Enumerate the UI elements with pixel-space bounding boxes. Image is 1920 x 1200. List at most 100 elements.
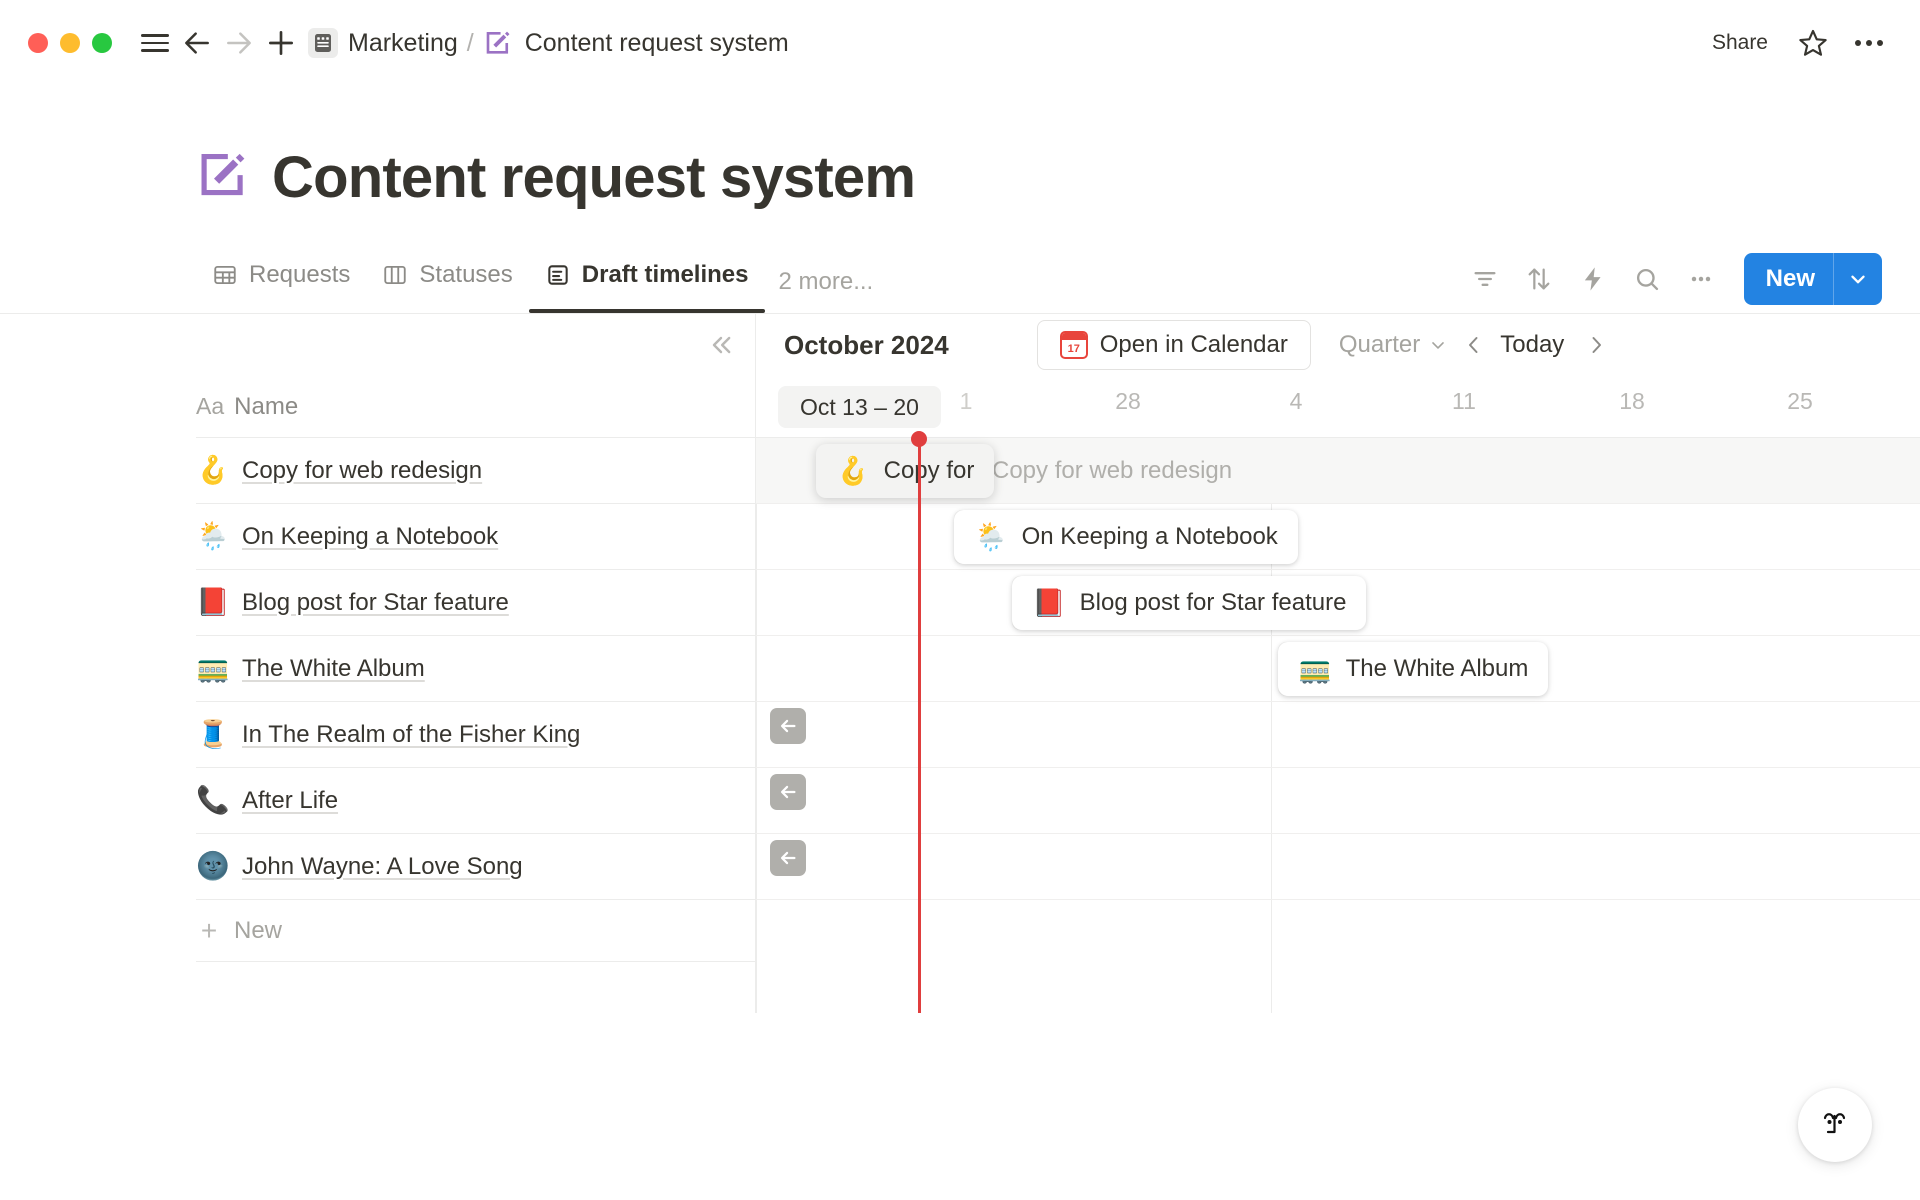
grid-line <box>1271 438 1272 1013</box>
timeline-name-panel: Aa Name 🪝 Copy for web redesign 🌦️ On Ke… <box>196 314 756 1013</box>
today-marker-line <box>918 438 921 1013</box>
timeline-row[interactable] <box>756 636 1920 702</box>
row-name[interactable]: The White Album <box>242 654 425 682</box>
timeline-week-pill[interactable]: Oct 13 – 20 <box>778 386 941 428</box>
row-emoji-icon: 🌦️ <box>196 521 230 551</box>
timeline-card[interactable]: 📕 Blog post for Star feature <box>1012 576 1367 630</box>
star-icon[interactable] <box>1792 22 1834 64</box>
tab-requests[interactable]: Requests <box>196 251 366 313</box>
chevron-down-icon <box>1432 342 1445 349</box>
timeline-row[interactable] <box>756 834 1920 900</box>
tab-draft-timelines[interactable]: Draft timelines <box>528 251 765 313</box>
row-name[interactable]: After Life <box>242 786 339 814</box>
date-tick: 11 <box>1452 388 1476 414</box>
automation-icon[interactable] <box>1570 256 1616 302</box>
add-new-row-label: New <box>234 916 283 944</box>
timeline-today-button[interactable]: Today <box>1500 331 1565 358</box>
timeline-prev-button[interactable] <box>1454 325 1494 365</box>
list-item[interactable]: 🌚 John Wayne: A Love Song <box>196 834 755 900</box>
list-item[interactable]: 🧵 In The Realm of the Fisher King <box>196 702 755 768</box>
scroll-to-item-left-button[interactable] <box>770 840 806 876</box>
timeline-row[interactable] <box>756 702 1920 768</box>
list-item[interactable]: 🪝 Copy for web redesign <box>196 438 755 504</box>
list-item[interactable]: 🚃 The White Album <box>196 636 755 702</box>
chevron-down-icon[interactable] <box>1834 268 1882 290</box>
new-button-divider <box>1833 253 1834 305</box>
minimize-window-button[interactable] <box>60 33 80 53</box>
breadcrumb-page[interactable]: Content request system <box>524 28 789 57</box>
view-toolbar: New <box>1462 253 1882 313</box>
timeline-row[interactable] <box>756 768 1920 834</box>
timeline-row[interactable] <box>756 570 1920 636</box>
row-emoji-icon: 🌚 <box>196 851 230 881</box>
row-name[interactable]: Copy for web redesign <box>242 456 483 484</box>
card-emoji-icon: 🪝 <box>836 455 870 486</box>
tabs-more-button[interactable]: 2 more... <box>778 268 874 295</box>
name-column-header[interactable]: Aa Name <box>196 376 755 438</box>
pencil-square-icon <box>483 28 513 58</box>
scroll-to-item-left-button[interactable] <box>770 708 806 744</box>
tab-label: Requests <box>249 261 351 288</box>
timeline-zoom-select[interactable]: Quarter <box>1339 331 1448 359</box>
timeline-date-ruler: Oct 13 – 20 1 28 4 11 18 25 <box>756 376 1920 438</box>
timeline-header: October 2024 17 Open in Calendar Quarter <box>756 314 1920 376</box>
new-button-label: New <box>1765 265 1815 292</box>
page-body: Content request system Requests Statuses <box>0 86 1920 1013</box>
card-label: The White Album <box>1345 655 1529 682</box>
close-window-button[interactable] <box>28 33 48 53</box>
page-title: Content request system <box>272 144 916 210</box>
page-icon[interactable] <box>196 148 250 207</box>
filter-icon[interactable] <box>1462 256 1508 302</box>
tab-statuses[interactable]: Statuses <box>366 251 528 313</box>
more-options-icon[interactable] <box>1678 256 1724 302</box>
arrow-left-icon <box>780 719 796 733</box>
timeline-grid: Copy for web redesign 🪝 Copy for 🌦️ On K… <box>756 438 1920 1013</box>
database-icon <box>308 28 338 58</box>
date-tick: 28 <box>1115 388 1141 414</box>
back-arrow-icon[interactable] <box>176 22 218 64</box>
timeline-next-button[interactable] <box>1576 325 1616 365</box>
sidebar-toggle-icon[interactable] <box>134 22 176 64</box>
arrow-left-icon <box>780 785 796 799</box>
date-tick: 1 <box>959 388 973 414</box>
help-button[interactable] <box>1798 1088 1872 1162</box>
add-new-row-button[interactable]: + New <box>196 900 755 962</box>
zoom-window-button[interactable] <box>92 33 112 53</box>
new-page-plus-icon[interactable] <box>260 22 302 64</box>
card-label: Copy for <box>883 457 975 484</box>
tab-label: Draft timelines <box>581 261 749 288</box>
open-in-calendar-button[interactable]: 17 Open in Calendar <box>1036 320 1311 370</box>
chevrons-left-icon[interactable] <box>701 325 741 365</box>
row-name[interactable]: John Wayne: A Love Song <box>242 852 523 880</box>
plus-icon: + <box>200 914 218 946</box>
list-item[interactable]: 🌦️ On Keeping a Notebook <box>196 504 755 570</box>
forward-arrow-icon[interactable] <box>218 22 260 64</box>
card-label: Blog post for Star feature <box>1079 589 1347 616</box>
list-item[interactable]: 📕 Blog post for Star feature <box>196 570 755 636</box>
card-emoji-icon: 📕 <box>1032 587 1066 618</box>
notion-face-icon <box>1813 1101 1857 1150</box>
timeline-row[interactable] <box>756 504 1920 570</box>
row-name[interactable]: In The Realm of the Fisher King <box>242 720 581 748</box>
ellipsis-icon[interactable] <box>1848 22 1890 64</box>
share-button[interactable]: Share <box>1711 31 1768 54</box>
card-emoji-icon: 🌦️ <box>974 521 1008 552</box>
row-emoji-icon: 📞 <box>196 785 230 815</box>
row-name[interactable]: Blog post for Star feature <box>242 588 509 616</box>
row-name[interactable]: On Keeping a Notebook <box>242 522 499 550</box>
sort-icon[interactable] <box>1516 256 1562 302</box>
titlebar-actions: Share <box>1702 22 1896 64</box>
card-emoji-icon: 🚃 <box>1298 653 1332 684</box>
timeline-card[interactable]: 🪝 Copy for <box>816 444 995 498</box>
name-panel-header <box>196 314 755 376</box>
timeline-view: Aa Name 🪝 Copy for web redesign 🌦️ On Ke… <box>0 313 1920 1013</box>
timeline-card[interactable]: 🌦️ On Keeping a Notebook <box>954 510 1298 564</box>
list-item[interactable]: 📞 After Life <box>196 768 755 834</box>
search-icon[interactable] <box>1624 256 1670 302</box>
row-emoji-icon: 🚃 <box>196 653 230 683</box>
breadcrumb-workspace[interactable]: Marketing <box>348 28 458 57</box>
scroll-to-item-left-button[interactable] <box>770 774 806 810</box>
date-tick: 25 <box>1787 388 1813 414</box>
new-button[interactable]: New <box>1743 253 1882 305</box>
timeline-card[interactable]: 🚃 The White Album <box>1278 642 1549 696</box>
